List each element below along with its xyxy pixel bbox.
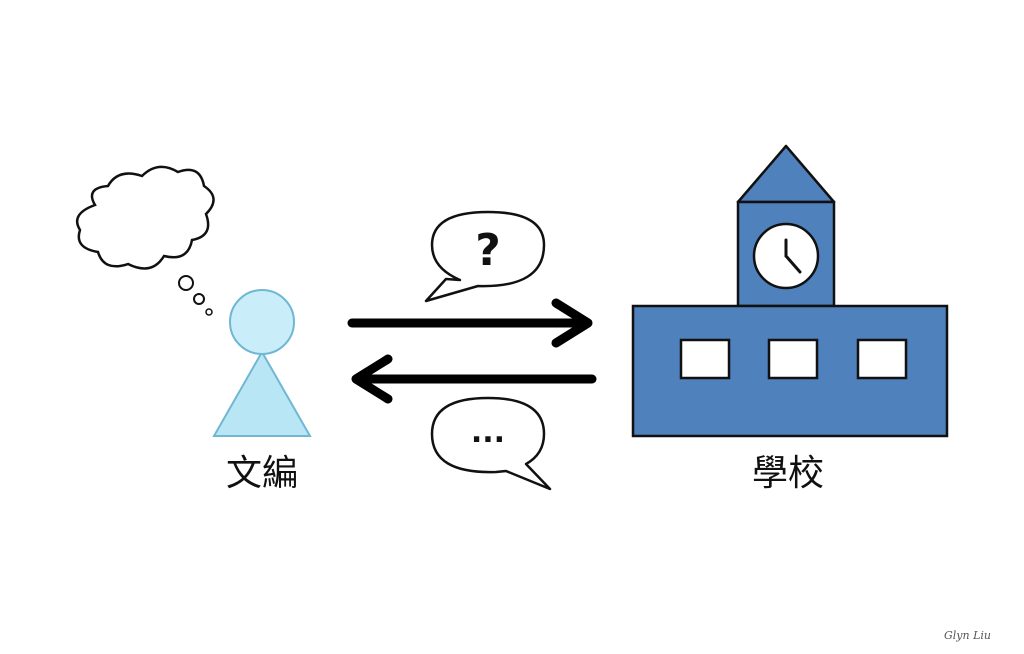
request-bubble-text: ? bbox=[475, 225, 501, 276]
reply-bubble-shape bbox=[430, 396, 552, 491]
request-bubble-shape bbox=[424, 210, 546, 303]
thought-dot-medium bbox=[193, 293, 205, 305]
signature: Glyn Liu bbox=[944, 629, 991, 642]
person-head bbox=[229, 289, 295, 355]
arrow-to-school bbox=[347, 298, 593, 348]
arrow-to-person bbox=[351, 354, 597, 404]
clock-icon bbox=[752, 222, 820, 290]
school-window-center bbox=[767, 338, 819, 380]
reply-bubble: ... bbox=[430, 396, 552, 491]
thought-cloud-shape bbox=[75, 165, 215, 270]
person-label: 文編 bbox=[226, 453, 298, 494]
person-figure bbox=[212, 289, 312, 437]
thought-dot-large bbox=[178, 275, 194, 291]
school-building bbox=[631, 144, 949, 438]
thought-cloud bbox=[75, 165, 215, 316]
person-body bbox=[212, 349, 312, 437]
school-label: 學校 bbox=[752, 453, 824, 494]
reply-bubble-text: ... bbox=[471, 415, 505, 450]
school-window-left bbox=[679, 338, 731, 380]
thought-dot-small bbox=[205, 308, 213, 316]
request-bubble: ? bbox=[424, 210, 546, 303]
school-roof bbox=[736, 144, 836, 204]
school-window-right bbox=[856, 338, 908, 380]
